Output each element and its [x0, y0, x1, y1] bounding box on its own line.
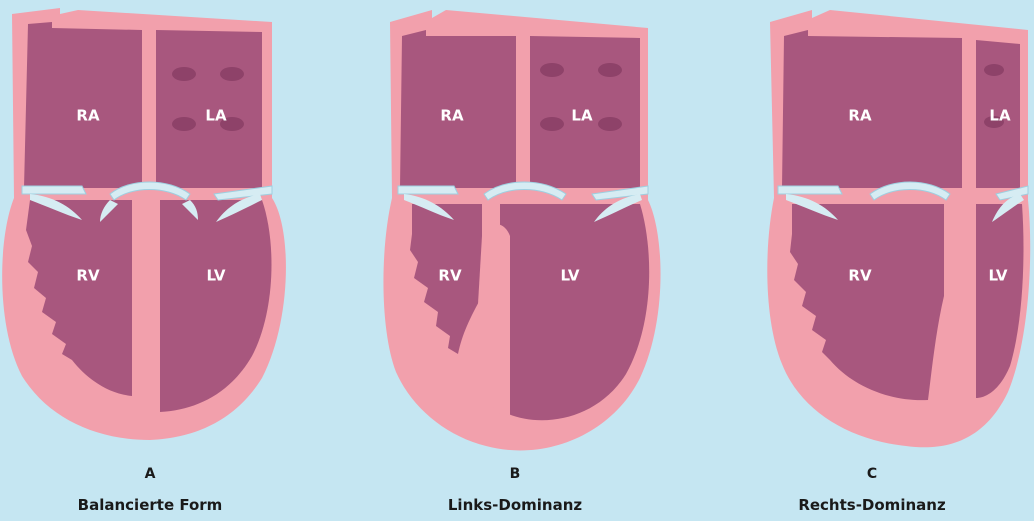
panel-letter: B	[365, 466, 665, 482]
heart-panel-b	[383, 10, 660, 450]
heart-panel-a	[2, 8, 286, 440]
atrial-septum	[516, 34, 530, 188]
panel-title: Links-Dominanz	[365, 496, 665, 514]
caption-b: B Links-Dominanz	[365, 466, 665, 514]
caption-a: A Balancierte Form	[0, 466, 300, 514]
vein-opening	[598, 63, 622, 77]
vein-opening	[220, 67, 244, 81]
panel-title: Rechts-Dominanz	[722, 496, 1022, 514]
vein-opening	[540, 117, 564, 131]
label-lv: LV	[560, 267, 579, 285]
label-rv: RV	[848, 267, 872, 285]
vein-opening	[172, 67, 196, 81]
panel-title: Balancierte Form	[0, 496, 300, 514]
panel-letter: C	[722, 466, 1022, 482]
vein-opening	[598, 117, 622, 131]
ventricular-septum	[132, 208, 160, 421]
ventricular-septum	[944, 257, 976, 413]
right-atrium	[24, 22, 142, 188]
right-atrium	[782, 30, 962, 188]
label-lv: LV	[988, 267, 1007, 285]
vein-opening	[540, 63, 564, 77]
label-rv: RV	[76, 267, 100, 285]
label-la: LA	[205, 107, 227, 125]
label-ra: RA	[76, 107, 100, 125]
vein-opening	[984, 64, 1004, 76]
panel-letter: A	[0, 466, 300, 482]
heart-panel-c	[767, 10, 1030, 447]
label-la: LA	[989, 107, 1011, 125]
label-lv: LV	[206, 267, 225, 285]
atrial-septum	[962, 36, 976, 188]
label-rv: RV	[438, 267, 462, 285]
label-ra: RA	[848, 107, 872, 125]
label-la: LA	[571, 107, 593, 125]
vein-opening	[172, 117, 196, 131]
label-ra: RA	[440, 107, 464, 125]
caption-c: C Rechts-Dominanz	[722, 466, 1022, 514]
left-ventricle	[976, 204, 1024, 398]
